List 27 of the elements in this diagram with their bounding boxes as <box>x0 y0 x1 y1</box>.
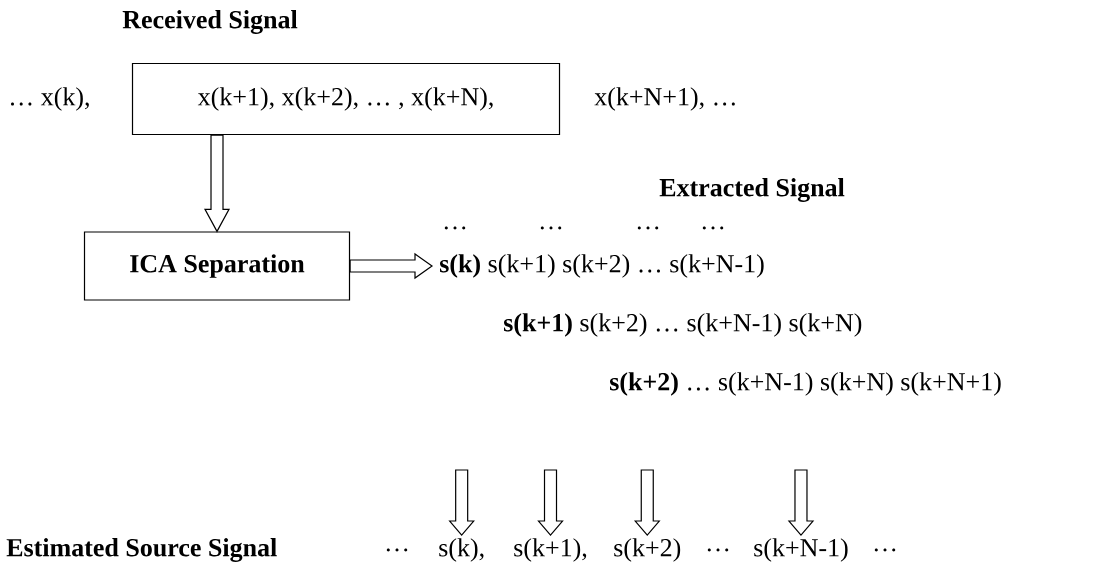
signal-text: s(k+2) <box>614 538 681 562</box>
heading: Extracted Signal <box>659 178 845 202</box>
sequence-text: s(k+1) s(k+2) … s(k+N-1) s(k+N) <box>504 313 862 337</box>
arrow <box>537 469 564 536</box>
ellipsis: … <box>702 226 724 230</box>
arrow <box>787 469 815 536</box>
arrow <box>448 469 475 536</box>
arrow <box>204 134 231 233</box>
signal-text: s(k) s(k+1) s(k+2) … s(k+N-1) <box>440 254 764 278</box>
ellipsis: … <box>444 226 466 230</box>
sequence-text: s(k+2) … s(k+N-1) s(k+N) s(k+N+1) <box>610 372 1001 396</box>
process-box: ICA Separation <box>83 231 351 301</box>
signal-window-box: x(k+1), x(k+2), … , x(k+N), <box>131 62 561 136</box>
signal-text: s(k+1), <box>514 538 587 562</box>
sequence-text: x(k+N+1), … <box>594 87 735 111</box>
heading: Received Signal <box>122 10 298 34</box>
ellipsis: … <box>386 548 408 552</box>
sequence-text: … x(k), <box>10 87 89 111</box>
signal-text: s(k), <box>439 538 484 562</box>
signal-text: s(k+N-1) <box>754 538 848 562</box>
ellipsis: … <box>707 548 729 552</box>
ellipsis: … <box>637 226 659 230</box>
heading: Estimated Source Signal <box>6 538 277 562</box>
ellipsis: … <box>540 226 562 230</box>
ellipsis: … <box>874 548 896 552</box>
arrow <box>349 252 434 280</box>
arrow <box>633 469 661 536</box>
